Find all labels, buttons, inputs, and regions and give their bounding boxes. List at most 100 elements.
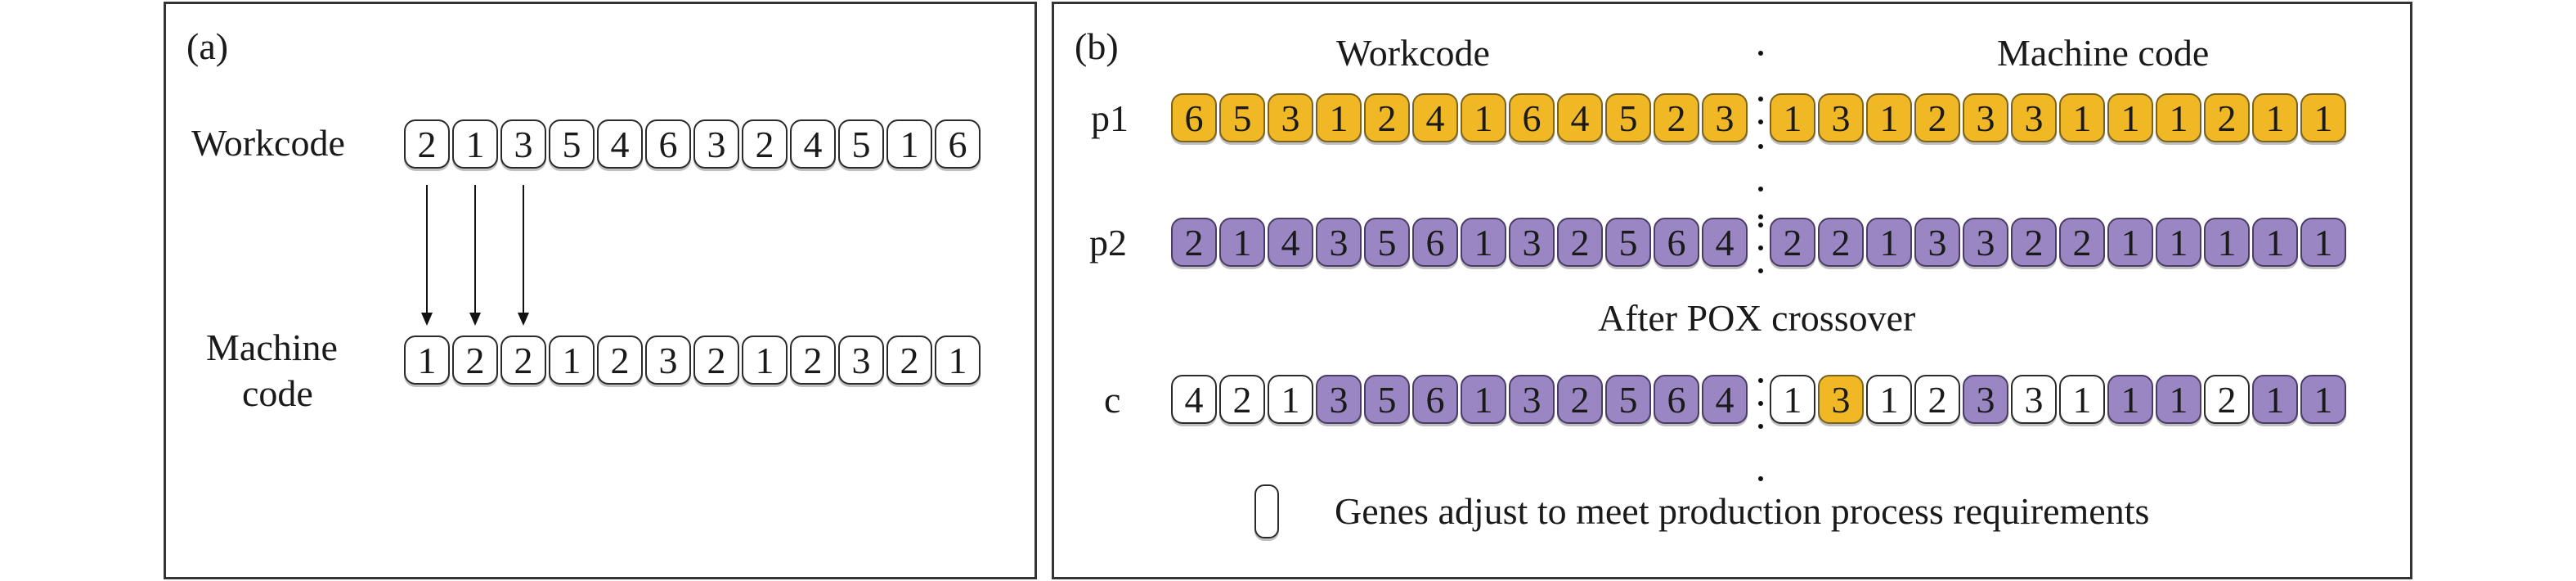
machine-gene: 1	[2107, 93, 2153, 142]
separator-dot	[1758, 187, 1763, 191]
machine-gene: 1	[1866, 375, 1912, 424]
machine-gene: 1	[935, 336, 981, 385]
separator-dot	[1758, 144, 1763, 149]
panel-a-label: (a)	[186, 25, 229, 67]
machine-gene: 2	[1914, 375, 1960, 424]
workcode-gene: 2	[1219, 375, 1265, 424]
workcode-gene: 3	[693, 119, 739, 169]
machine-gene: 1	[1770, 93, 1815, 142]
machine-gene: 1	[2107, 218, 2153, 267]
workcode-gene: 4	[1268, 218, 1313, 267]
header-workcode: Workcode	[1336, 32, 1490, 74]
workcode-gene: 6	[1654, 218, 1699, 267]
workcode-gene: 4	[1557, 93, 1603, 142]
machine-gene: 1	[2156, 93, 2201, 142]
row-label-c: c	[1104, 379, 1121, 421]
machine-gene: 1	[742, 336, 788, 385]
workcode-gene: 4	[1412, 93, 1458, 142]
workcode-gene: 5	[1605, 375, 1651, 424]
machine-gene: 1	[2252, 218, 2298, 267]
workcode-gene: 5	[1219, 93, 1265, 142]
workcode-gene: 3	[500, 119, 546, 169]
machine-gene: 3	[1818, 375, 1864, 424]
workcode-gene: 5	[838, 119, 884, 169]
machine-gene: 2	[2204, 375, 2250, 424]
machine-gene: 1	[2300, 93, 2346, 142]
machine-gene: 1	[1866, 93, 1912, 142]
separator-dot	[1758, 476, 1763, 481]
mapping-arrow	[518, 185, 529, 326]
machine-gene: 3	[1914, 218, 1960, 267]
workcode-gene: 2	[1364, 93, 1410, 142]
machine-gene: 1	[2300, 218, 2346, 267]
workcode-gene: 3	[1509, 375, 1555, 424]
machine-gene: 1	[2156, 218, 2201, 267]
workcode-gene: 2	[1654, 93, 1699, 142]
workcode-gene: 3	[1702, 93, 1748, 142]
workcode-gene: 5	[549, 119, 595, 169]
machine-gene: 1	[404, 336, 450, 385]
workcode-gene: 5	[1364, 218, 1410, 267]
separator-dot	[1758, 268, 1763, 273]
workcode-gene: 6	[1412, 218, 1458, 267]
machine-gene: 1	[2252, 375, 2298, 424]
workcode-gene: 4	[597, 119, 643, 169]
machine-gene: 2	[886, 336, 932, 385]
workcode-gene: 3	[1268, 93, 1313, 142]
workcode-gene: 3	[1316, 218, 1362, 267]
workcode-label: Workcode	[191, 122, 345, 164]
workcode-gene: 2	[1557, 218, 1603, 267]
workcode-gene: 6	[1509, 93, 1555, 142]
row-label-p2: p2	[1089, 222, 1127, 263]
workcode-gene: 4	[1702, 218, 1748, 267]
workcode-gene: 2	[404, 119, 450, 169]
crossover-label: After POX crossover	[1598, 297, 1916, 339]
workcode-gene: 3	[1316, 375, 1362, 424]
workcode-gene: 6	[1654, 375, 1699, 424]
mapping-arrow	[469, 185, 481, 326]
workcode-gene: 6	[1412, 375, 1458, 424]
machine-gene: 2	[693, 336, 739, 385]
separator-dot	[1758, 97, 1763, 101]
machine-gene: 2	[452, 336, 498, 385]
workcode-gene: 2	[742, 119, 788, 169]
separator-dot	[1758, 119, 1763, 124]
workcode-gene: 3	[1509, 218, 1555, 267]
workcode-gene: 4	[790, 119, 836, 169]
workcode-gene: 4	[1171, 375, 1217, 424]
machine-gene: 2	[500, 336, 546, 385]
separator-dot	[1758, 214, 1763, 219]
machine-gene: 1	[549, 336, 595, 385]
machine-gene: 1	[2204, 218, 2250, 267]
workcode-gene: 1	[1461, 93, 1506, 142]
machine-gene: 3	[1963, 375, 2008, 424]
workcode-gene: 1	[1461, 375, 1506, 424]
workcode-gene: 1	[452, 119, 498, 169]
workcode-gene: 1	[1219, 218, 1265, 267]
legend-text: Genes adjust to meet production process …	[1335, 490, 2150, 532]
workcode-gene: 6	[645, 119, 691, 169]
separator-dot	[1758, 378, 1763, 383]
workcode-gene: 1	[886, 119, 932, 169]
machine-gene: 2	[1914, 93, 1960, 142]
machine-gene: 3	[1818, 93, 1864, 142]
machine-gene: 3	[1963, 218, 2008, 267]
machine-gene: 2	[790, 336, 836, 385]
workcode-gene: 6	[1171, 93, 1217, 142]
workcode-gene: 1	[1461, 218, 1506, 267]
machine-gene: 1	[2300, 375, 2346, 424]
workcode-gene: 1	[1268, 375, 1313, 424]
separator-dot	[1758, 424, 1763, 429]
machine-gene: 1	[1770, 375, 1815, 424]
separator-dot	[1758, 223, 1763, 227]
machine-label-line1: Machine	[206, 327, 338, 368]
machine-gene: 2	[2059, 218, 2105, 267]
panel-b-label: (b)	[1075, 25, 1119, 67]
